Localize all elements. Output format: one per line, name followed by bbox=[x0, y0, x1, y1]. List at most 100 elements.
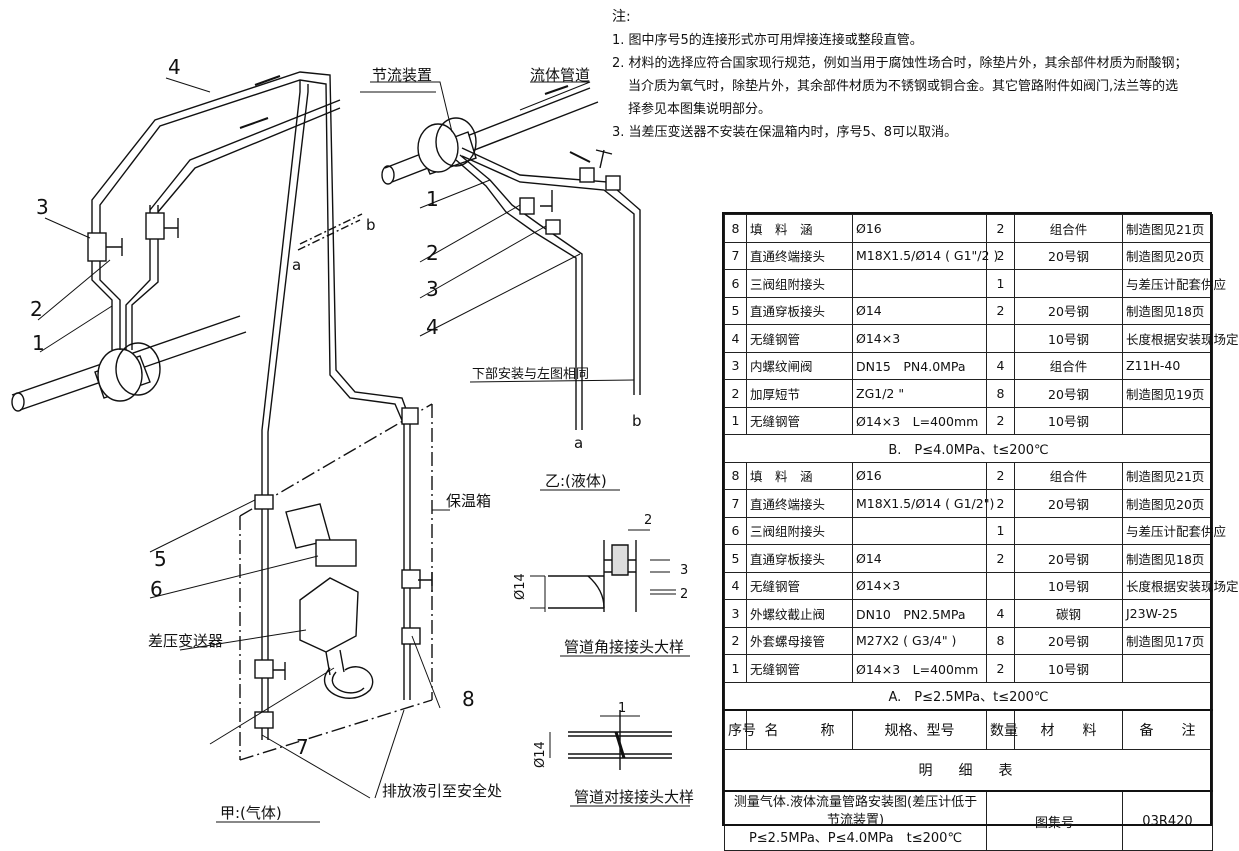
header-mat: 材 料 bbox=[1014, 709, 1123, 750]
cell-spec: M18X1.5/Ø14 ( G1/2") bbox=[852, 489, 994, 518]
cell-note: 制造图见18页 bbox=[1122, 544, 1213, 573]
cell-name: 加厚短节 bbox=[746, 379, 853, 408]
cell-no: 6 bbox=[724, 269, 747, 298]
cell-qty: 2 bbox=[986, 544, 1015, 573]
cell-no: 1 bbox=[724, 406, 747, 435]
note-item: 1. 图中序号5的连接形式亦可用焊接连接或整段直管。 bbox=[612, 33, 923, 48]
drawing-title: 测量气体.液体流量管路安装图(差压计低于节流装置) P≤2.5MPa、P≤4.0… bbox=[724, 790, 987, 851]
cell-mat: 10号钢 bbox=[1014, 571, 1123, 600]
cell-note: 制造图见20页 bbox=[1122, 489, 1213, 518]
callout-4-right: 4 bbox=[426, 315, 439, 339]
cell-spec: Ø14×3 L=400mm bbox=[852, 406, 987, 435]
cell-name: 外套螺母接管 bbox=[746, 626, 853, 655]
cell-note: 制造图见21页 bbox=[1122, 214, 1213, 243]
header-qty: 数量 bbox=[986, 709, 1018, 750]
table-header-row: 序号 名 称 规格、型号 数量 材 料 备 注 bbox=[724, 709, 1213, 750]
cell-note: J23W-25 bbox=[1122, 599, 1213, 628]
installation-drawing: 节流装置 流体管道 下部安装与左图相同 乙:(液体) 甲:(气体) 保温箱 差压… bbox=[11, 55, 694, 823]
cell-no: 3 bbox=[724, 599, 747, 628]
cell-note: 制造图见19页 bbox=[1122, 379, 1213, 408]
label-dim-2-side: 2 bbox=[680, 587, 688, 602]
callout-4-left: 4 bbox=[168, 55, 181, 79]
cell-spec: Ø14×3 L=400mm bbox=[852, 654, 987, 683]
label-liquid-caption: 乙:(液体) bbox=[545, 472, 607, 490]
diagram-label-group: 节流装置 流体管道 下部安装与左图相同 乙:(液体) 甲:(气体) 保温箱 差压… bbox=[30, 55, 694, 822]
cell-name: 填 料 涵 bbox=[746, 461, 853, 490]
cell-no: 5 bbox=[724, 296, 747, 325]
callout-3-left: 3 bbox=[36, 195, 49, 219]
cell-mat bbox=[1014, 269, 1123, 298]
cell-mat: 20号钢 bbox=[1014, 379, 1123, 408]
callout-3-right: 3 bbox=[426, 277, 439, 301]
cell-no: 1 bbox=[724, 654, 747, 683]
cell-mat: 碳钢 bbox=[1014, 599, 1123, 628]
cell-qty: 8 bbox=[986, 626, 1015, 655]
cell-spec: Ø14×3 bbox=[852, 571, 987, 600]
note-item: 当介质为氧气时，除垫片外，其余部件材质为不锈钢或铜合金。其它管路附件如阀门,法兰… bbox=[628, 79, 1179, 94]
cell-mat: 组合件 bbox=[1014, 461, 1123, 490]
cell-mat: 10号钢 bbox=[1014, 324, 1123, 353]
table-title: 明 细 表 bbox=[724, 749, 1213, 792]
label-throttle-device: 节流装置 bbox=[372, 66, 432, 84]
label-a-left: a bbox=[292, 256, 301, 274]
cell-no: 8 bbox=[724, 461, 747, 490]
cell-note: 制造图见17页 bbox=[1122, 626, 1213, 655]
note-item: 择参见本图集说明部分。 bbox=[628, 102, 772, 117]
cell-mat: 10号钢 bbox=[1014, 654, 1123, 683]
label-a-right: a bbox=[574, 434, 583, 452]
cell-spec: M18X1.5/Ø14 ( G1"/2 ) bbox=[852, 241, 998, 270]
cell-no: 4 bbox=[724, 571, 747, 600]
label-dia14-butt: Ø14 bbox=[533, 741, 548, 768]
cell-no: 7 bbox=[724, 241, 747, 270]
cell-name: 直通终端接头 bbox=[746, 241, 853, 270]
label-drain-note: 排放液引至安全处 bbox=[382, 782, 502, 800]
label-gas-caption: 甲:(气体) bbox=[220, 804, 282, 822]
header-spec: 规格、型号 bbox=[852, 709, 987, 750]
cell-spec: ZG1/2 " bbox=[852, 379, 987, 408]
cell-mat: 10号钢 bbox=[1014, 406, 1123, 435]
callout-7: 7 bbox=[296, 735, 309, 759]
cell-note: 制造图见18页 bbox=[1122, 296, 1213, 325]
cell-no: 7 bbox=[724, 489, 747, 518]
cell-no: 5 bbox=[724, 544, 747, 573]
callout-2-right: 2 bbox=[426, 241, 439, 265]
gas-pipeline-drawing bbox=[11, 71, 450, 799]
corner-joint-detail bbox=[530, 529, 690, 657]
header-no: 序号 bbox=[724, 709, 756, 750]
cell-spec: Ø16 bbox=[852, 461, 987, 490]
cell-qty: 2 bbox=[986, 489, 1015, 518]
label-dim-1: 1 bbox=[618, 701, 626, 716]
cell-mat: 20号钢 bbox=[1014, 626, 1123, 655]
cell-name: 无缝钢管 bbox=[746, 654, 853, 683]
notes-block: 注: 1. 图中序号5的连接形式亦可用焊接连接或整段直管。 2. 材料的选择应符… bbox=[612, 6, 1212, 144]
label-insulation-box: 保温箱 bbox=[446, 492, 491, 510]
cell-qty bbox=[986, 571, 1015, 600]
callout-8: 8 bbox=[462, 687, 475, 711]
cell-mat: 组合件 bbox=[1014, 351, 1123, 380]
cell-mat: 20号钢 bbox=[1014, 296, 1123, 325]
label-lower-install: 下部安装与左图相同 bbox=[472, 367, 589, 382]
cell-note: 制造图见21页 bbox=[1122, 461, 1213, 490]
cell-note: Z11H-40 bbox=[1122, 351, 1213, 380]
cell-name: 无缝钢管 bbox=[746, 406, 853, 435]
cell-spec: DN15 PN4.0MPa bbox=[852, 351, 987, 380]
cell-spec: Ø14×3 bbox=[852, 324, 987, 353]
cell-note: 长度根据安装现场定 bbox=[1122, 324, 1239, 353]
cell-qty bbox=[986, 324, 1015, 353]
cell-no: 8 bbox=[724, 214, 747, 243]
header-name: 名 称 bbox=[746, 709, 853, 750]
cell-qty: 1 bbox=[986, 269, 1015, 298]
label-b-left: b bbox=[366, 216, 376, 234]
